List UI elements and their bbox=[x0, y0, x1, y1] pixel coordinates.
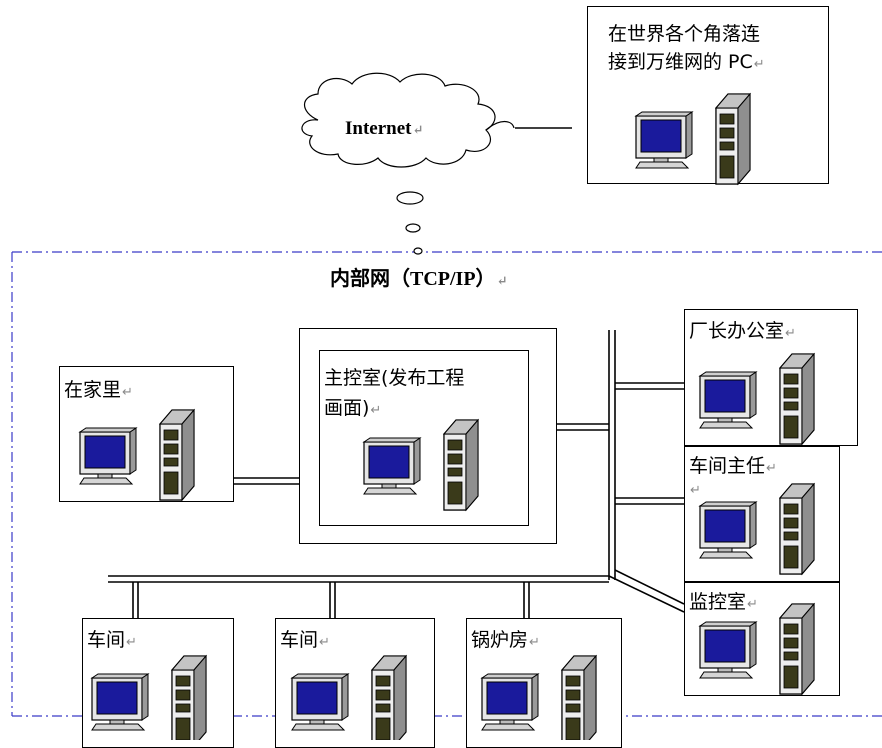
remote-label-line1: 在世界各个角落连 bbox=[608, 23, 761, 45]
workshop-1-node: 车间↵ bbox=[82, 618, 234, 748]
monitor-room-node: 监控室↵ bbox=[684, 582, 840, 696]
control-label-line1: 主控室(发布工程 bbox=[324, 367, 465, 389]
control-room-node: 主控室(发布工程 画面)↵ bbox=[319, 350, 529, 526]
director-office-node: 厂长办公室↵ bbox=[684, 309, 858, 446]
boiler-room-node: 锅炉房↵ bbox=[466, 618, 622, 748]
thought-bubbles bbox=[396, 191, 424, 255]
workshop-2-label: 车间↵ bbox=[280, 629, 330, 651]
workshop-2-node: 车间↵ bbox=[275, 618, 435, 748]
network-title: 内部网（TCP/IP）↵ bbox=[330, 268, 508, 290]
home-label: 在家里↵ bbox=[64, 379, 133, 401]
boiler-label: 锅炉房↵ bbox=[471, 629, 540, 651]
workshop-head-label: 车间主任↵ bbox=[689, 455, 777, 477]
director-label: 厂长办公室↵ bbox=[689, 320, 796, 342]
workshop-head-node: 车间主任↵ ↵ bbox=[684, 446, 840, 582]
cloud-icon bbox=[301, 72, 515, 168]
workshop-head-mark: ↵ bbox=[690, 483, 701, 498]
cloud-label: Internet↵ bbox=[345, 118, 424, 139]
remote-pc-node: 在世界各个角落连 接到万维网的 PC↵ bbox=[587, 6, 829, 184]
workshop-1-label: 车间↵ bbox=[87, 629, 137, 651]
remote-label-line2: 接到万维网的 PC↵ bbox=[608, 51, 765, 73]
control-label-line2: 画面)↵ bbox=[324, 397, 382, 419]
monitor-label: 监控室↵ bbox=[689, 591, 758, 613]
home-node: 在家里↵ bbox=[59, 366, 234, 502]
